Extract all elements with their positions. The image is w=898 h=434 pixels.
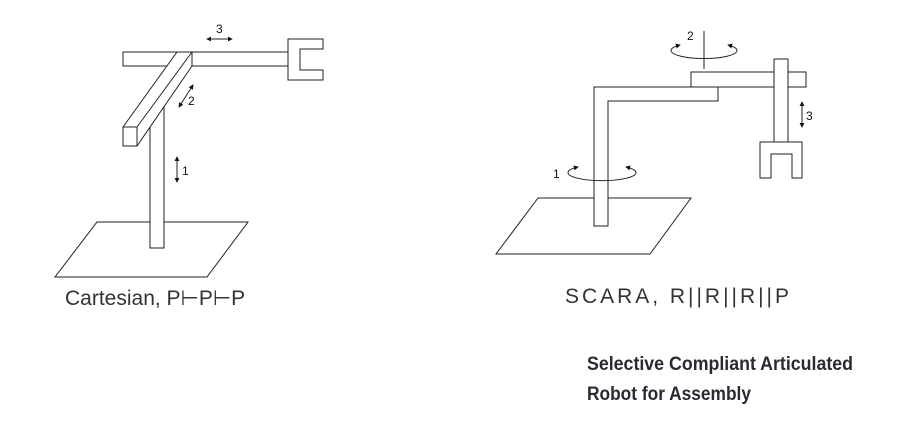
cartesian-base-plate [53,221,249,278]
cartesian-gripper [287,38,324,81]
scara-caption: SCARA, R||R||R||P [565,285,789,308]
scara-description-line1: Selective Compliant Articulated [587,354,853,375]
joint-1-label: 1 [182,164,189,178]
joint-2-label: 2 [188,94,195,108]
scara-gripper [759,141,803,179]
cartesian-vertical-column [149,103,165,249]
scara-joint-2-label: 2 [687,29,694,43]
cartesian-robot: 3 2 1 Cartesian, P⊢P⊢P [53,22,324,310]
cartesian-diagonal-arm [122,51,193,147]
joint-2-arrow [178,84,194,108]
joint-1-rotation-icon [567,165,637,182]
scara-joint-1-label: 1 [553,167,560,181]
cartesian-caption: Cartesian, P⊢P⊢P [65,287,245,310]
cartesian-horizontal-beam [122,51,289,67]
scara-l-arm [593,86,719,227]
joint-2-rotation-icon [670,43,738,59]
scara-joint-3-label: 3 [806,109,813,123]
scara-vertical-shaft [773,58,789,143]
joint-3-label: 3 [216,22,223,36]
scara-upper-arm [690,71,807,88]
scara-description-line2: Robot for Assembly [587,384,751,405]
scara-robot: 1 2 3 SCARA, R||R||R||P Selective Compli… [495,29,853,405]
